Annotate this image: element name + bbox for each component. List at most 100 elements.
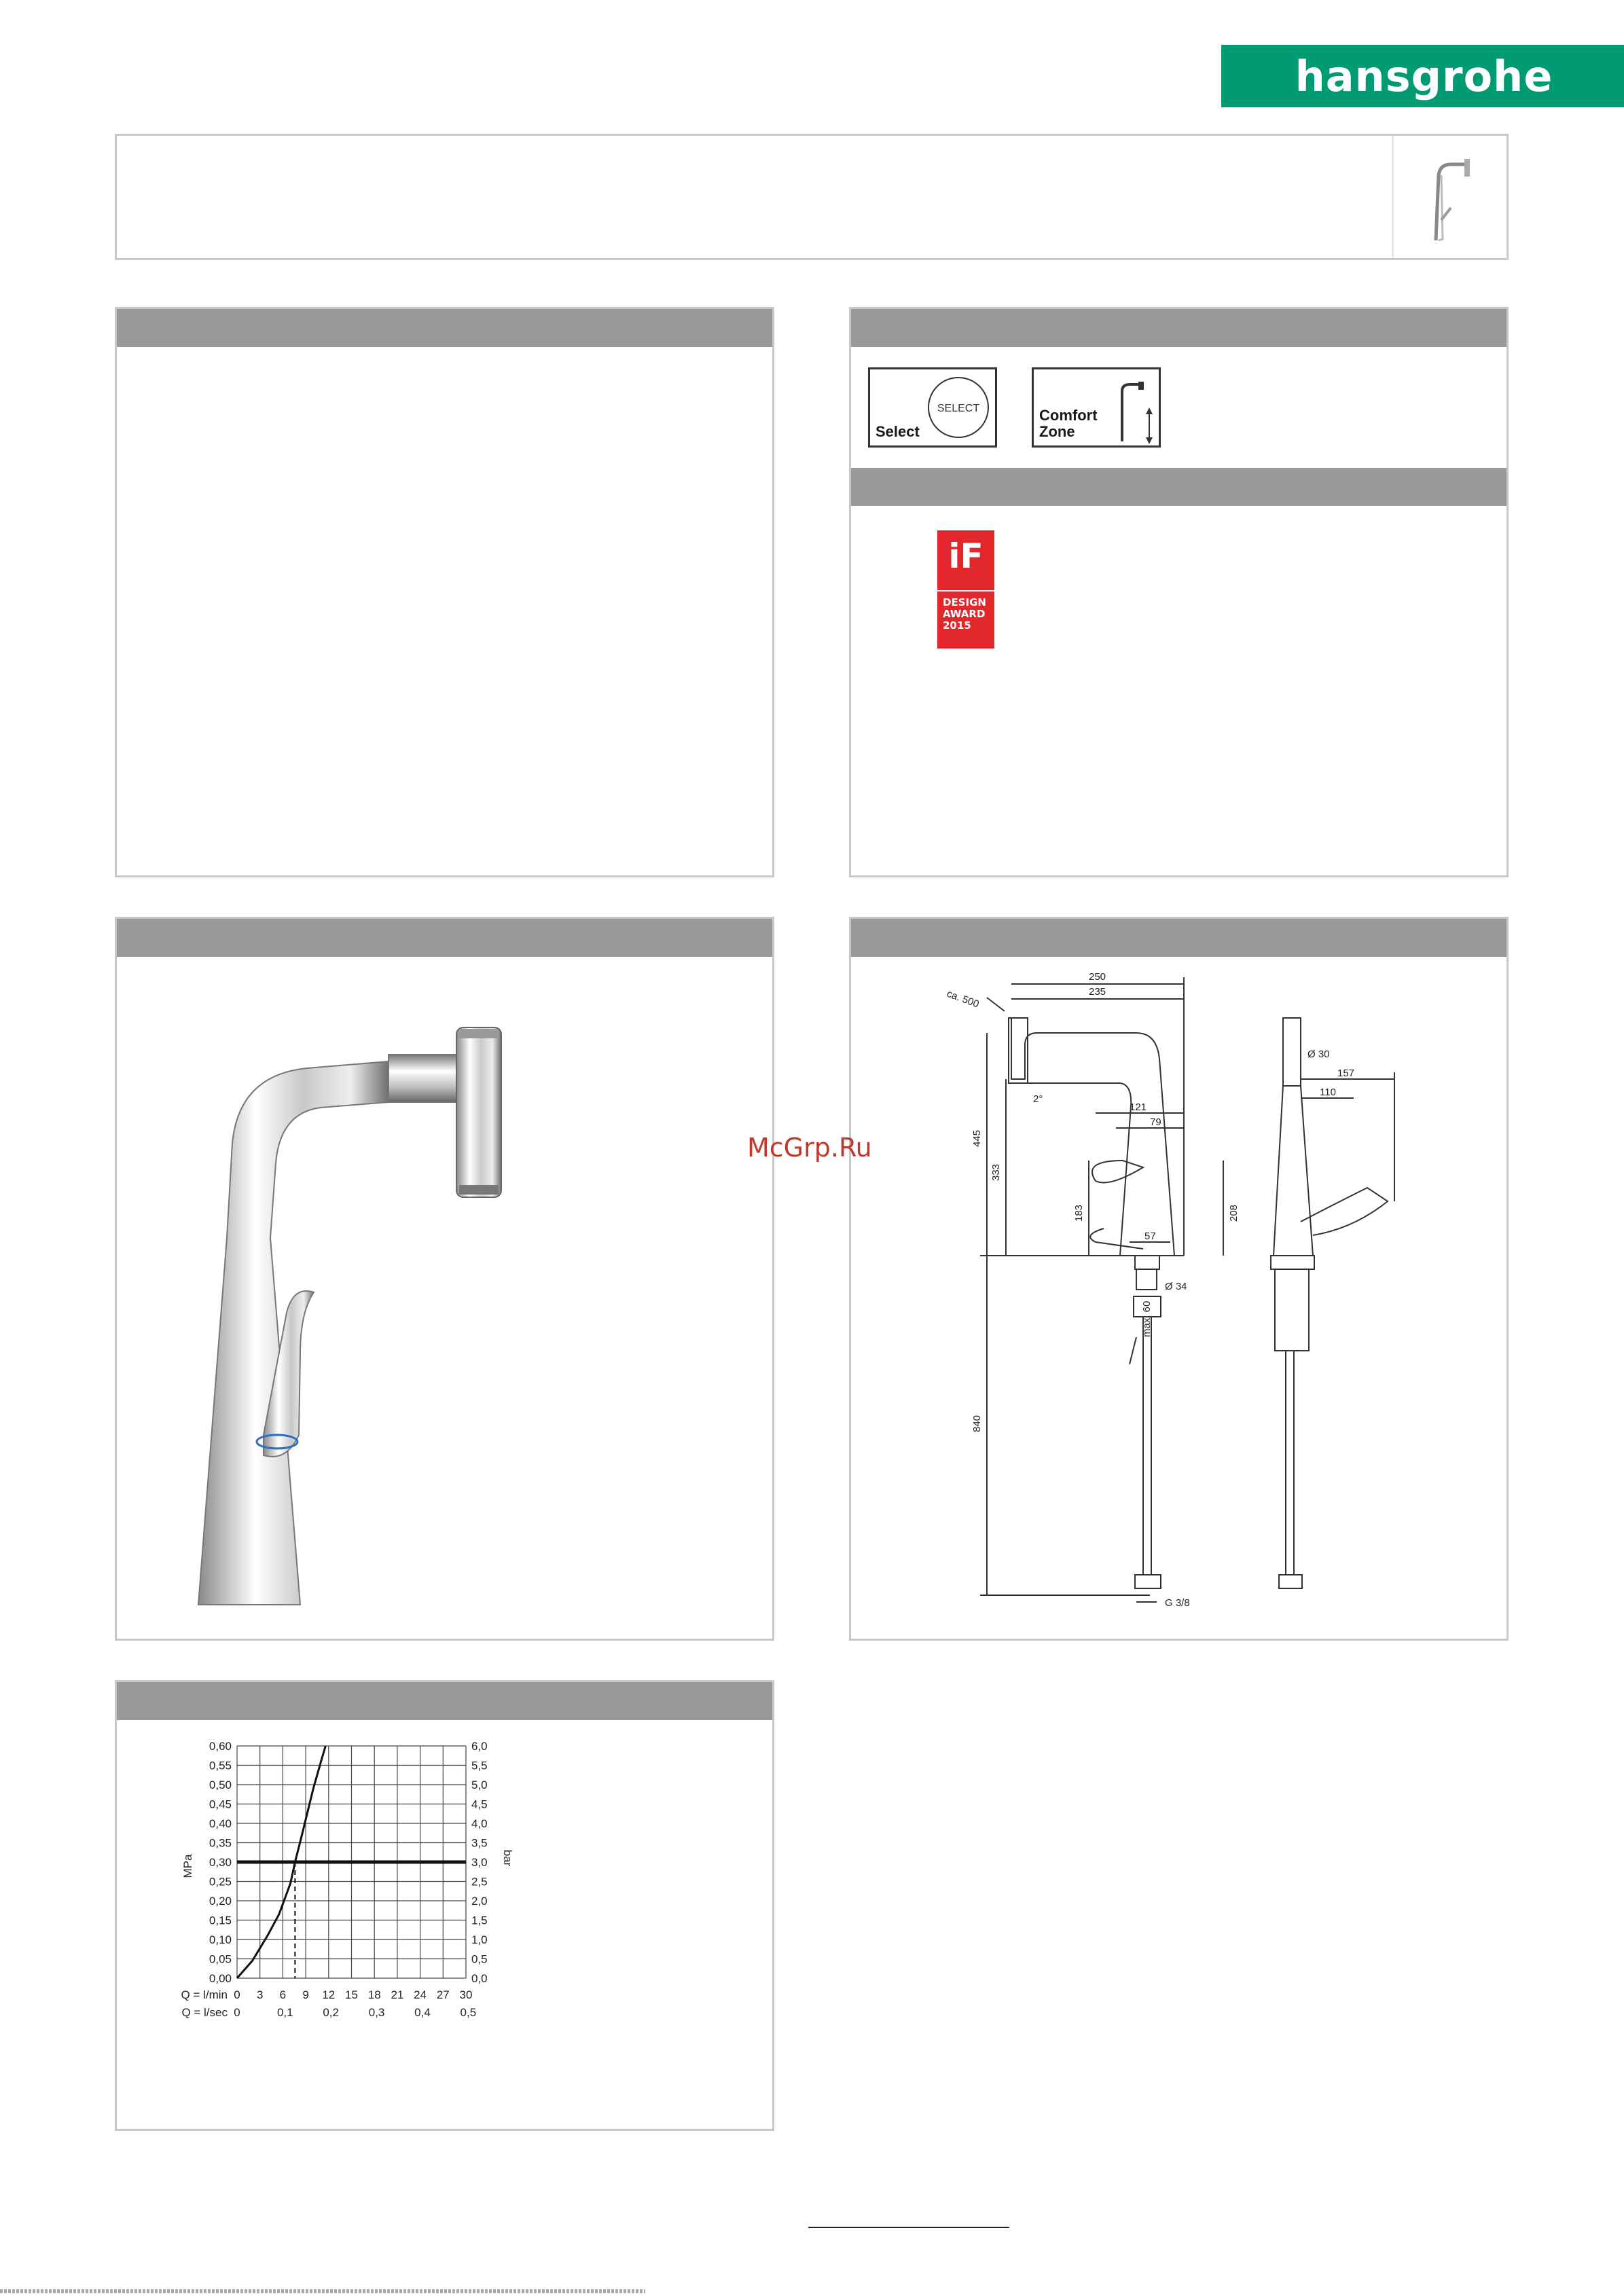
select-button-text: SELECT	[937, 403, 979, 414]
x-lmin-tick-label: 24	[414, 1988, 427, 2001]
dim-445: 445	[971, 1130, 983, 1147]
features-header-bar	[117, 309, 772, 347]
x-lmin-tick-label: 12	[322, 1988, 335, 2001]
dimension-drawing: 250 235 ca. 500 445 333 121 79 183 208 5…	[945, 971, 1395, 1609]
dim-max60: max. 60	[1141, 1301, 1153, 1337]
dim-840: 840	[971, 1415, 983, 1432]
dim-angle: 2°	[1033, 1093, 1043, 1105]
x-lmin-tick-label: 30	[460, 1988, 473, 2001]
award-text: DESIGN AWARD 2015	[943, 596, 986, 632]
comfort-zone-label-1: Comfort	[1039, 407, 1098, 424]
x-lsec-axis-label: Q = l/sec	[181, 2006, 228, 2019]
dim-57: 57	[1144, 1231, 1156, 1242]
x-lmin-tick-label: 9	[302, 1988, 308, 2001]
y-right-tick-label: 4,5	[471, 1798, 488, 1811]
dim-ca500: ca. 500	[945, 988, 981, 1010]
watermark: McGrp.Ru	[747, 1133, 872, 1163]
select-symbol: SELECT Select	[868, 367, 997, 448]
features-box	[115, 307, 774, 877]
photo-header-bar	[117, 919, 772, 957]
y-right-tick-label: 3,0	[471, 1856, 488, 1869]
brand-logo-text: hansgrohe	[1295, 51, 1553, 101]
y-right-tick-label: 0,0	[471, 1972, 488, 1985]
y-left-tick-label: 0,10	[209, 1933, 232, 1946]
y-right-tick-label: 1,0	[471, 1933, 488, 1946]
y-left-tick-label: 0,30	[209, 1856, 232, 1869]
y-left-tick-label: 0,40	[209, 1817, 232, 1830]
dim-183: 183	[1073, 1205, 1085, 1222]
header-divider	[1392, 136, 1394, 258]
y-right-tick-label: 6,0	[471, 1740, 488, 1753]
brand-logo: hansgrohe	[1221, 45, 1624, 107]
technical-drawing-box: 250 235 ca. 500 445 333 121 79 183 208 5…	[849, 917, 1509, 1641]
y-left-tick-label: 0,05	[209, 1953, 232, 1966]
dim-208: 208	[1228, 1205, 1240, 1222]
select-button-icon: SELECT	[928, 377, 989, 438]
x-lmin-axis-label: Q = l/min	[181, 1988, 228, 2001]
y-left-axis-label: MPa	[181, 1854, 194, 1878]
x-lsec-tick-label: 0	[234, 2006, 240, 2019]
x-lmin-tick-label: 0	[234, 1988, 240, 2001]
y-right-tick-label: 1,5	[471, 1914, 488, 1927]
y-left-tick-label: 0,20	[209, 1895, 232, 1908]
y-right-axis-label: bar	[501, 1850, 514, 1867]
y-right-tick-label: 5,5	[471, 1760, 488, 1772]
dim-235: 235	[1089, 986, 1106, 998]
y-right-tick-label: 2,0	[471, 1895, 488, 1908]
y-left-tick-label: 0,60	[209, 1740, 232, 1753]
flow-curve	[236, 1745, 327, 1979]
select-label: Select	[876, 423, 920, 440]
chart-header-bar	[117, 1682, 772, 1720]
x-lsec-tick-label: 0,2	[323, 2006, 339, 2019]
y-left-tick-label: 0,00	[209, 1972, 232, 1985]
if-design-award-logo: iF DESIGN AWARD 2015	[937, 530, 994, 649]
dim-g38: G 3/8	[1165, 1597, 1190, 1609]
product-header-box	[115, 134, 1509, 260]
comfort-zone-label-2: Zone	[1039, 423, 1075, 440]
y-right-tick-label: 2,5	[471, 1876, 488, 1889]
dim-110: 110	[1320, 1087, 1336, 1098]
y-left-tick-label: 0,15	[209, 1914, 232, 1927]
y-left-tick-label: 0,35	[209, 1837, 232, 1850]
y-right-tick-label: 4,0	[471, 1817, 488, 1830]
y-left-tick-label: 0,45	[209, 1798, 232, 1811]
dim-34: Ø 34	[1165, 1281, 1187, 1292]
if-logo-text: iF	[948, 536, 984, 576]
x-lmin-tick-label: 18	[368, 1988, 381, 2001]
bottom-edge	[0, 2289, 645, 2293]
product-photo-box	[115, 917, 774, 1641]
y-right-tick-label: 5,0	[471, 1779, 488, 1791]
faucet-height-icon	[1121, 382, 1153, 444]
dim-79: 79	[1150, 1116, 1161, 1128]
symbols-box: SELECT Select Comfort Zone iF DESIGN AWA…	[849, 307, 1509, 877]
dim-30: Ø 30	[1307, 1049, 1330, 1060]
footer-rule	[808, 2227, 1009, 2228]
award-divider	[937, 590, 994, 591]
dim-121: 121	[1130, 1101, 1147, 1113]
kitchen-faucet-image	[197, 1027, 502, 1605]
x-lsec-tick-label: 0,3	[369, 2006, 385, 2019]
dim-157: 157	[1337, 1068, 1354, 1079]
comfort-zone-symbol: Comfort Zone	[1032, 367, 1161, 448]
x-lmin-tick-label: 27	[437, 1988, 450, 2001]
y-right-tick-label: 3,5	[471, 1837, 488, 1850]
faucet-thumbnail-icon	[1434, 159, 1470, 242]
x-lsec-tick-label: 0,5	[461, 2006, 477, 2019]
symbols-header-bar	[851, 309, 1506, 347]
x-lmin-tick-label: 3	[257, 1988, 263, 2001]
y-right-tick-label: 0,5	[471, 1953, 488, 1966]
x-lsec-tick-label: 0,4	[414, 2006, 431, 2019]
y-left-tick-label: 0,50	[209, 1779, 232, 1791]
x-lmin-tick-label: 15	[345, 1988, 358, 2001]
x-lmin-tick-label: 6	[280, 1988, 286, 2001]
dim-250: 250	[1089, 971, 1106, 983]
dim-333: 333	[990, 1164, 1002, 1181]
drawing-header-bar	[851, 919, 1506, 957]
y-left-tick-label: 0,25	[209, 1876, 232, 1889]
awards-header-bar	[851, 468, 1506, 506]
y-left-tick-label: 0,55	[209, 1760, 232, 1772]
x-lmin-tick-label: 21	[391, 1988, 403, 2001]
x-lsec-tick-label: 0,1	[277, 2006, 293, 2019]
